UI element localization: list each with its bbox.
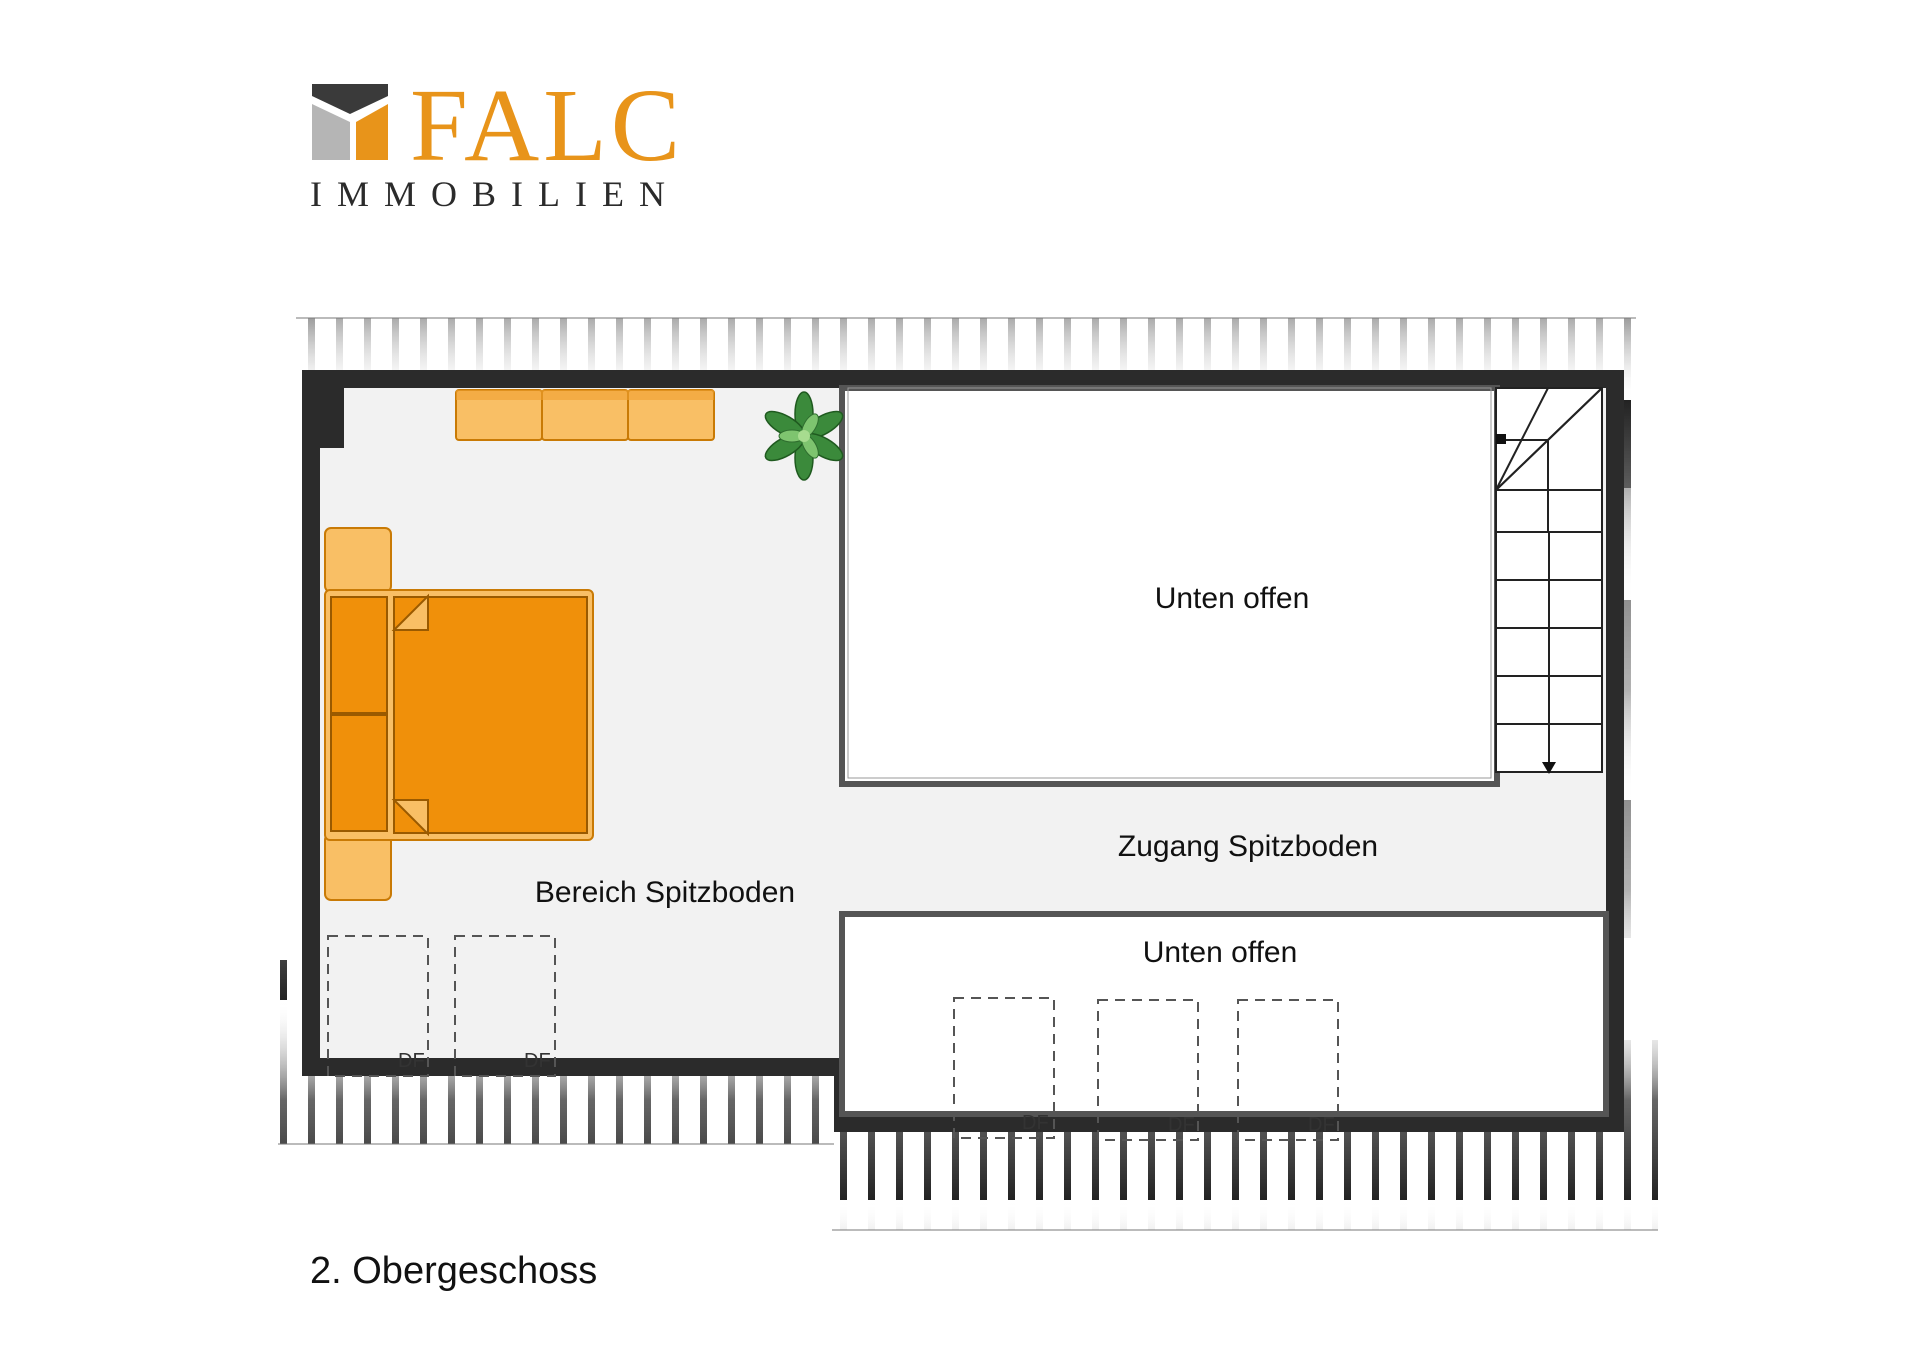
logo-brand: FALC <box>410 68 684 183</box>
house-roof-icon <box>312 84 388 160</box>
skylight-label: DF <box>398 1050 425 1072</box>
stair-post <box>1496 434 1506 444</box>
skylight-label: DF <box>1168 1114 1195 1136</box>
label-loft-area: Bereich Spitzboden <box>535 876 795 909</box>
duvet <box>393 596 588 834</box>
nightstand-bottom <box>324 833 392 901</box>
pillow-bottom <box>330 714 388 832</box>
logo-subtitle: IMMOBILIEN <box>310 174 680 214</box>
open-void-upper-inner <box>847 387 1492 779</box>
exterior-walls <box>302 370 1624 1132</box>
skylight-label: DF <box>524 1050 551 1072</box>
open-void-upper <box>839 385 1500 787</box>
nightstand-top <box>324 527 392 593</box>
skylight-5: DF <box>1237 999 1339 1141</box>
floor-caption: 2. Obergeschoss <box>310 1250 597 1292</box>
label-opening-upper: Unten offen <box>1155 582 1310 615</box>
skylight-label: DF <box>1022 1112 1049 1134</box>
stair-direction-arrow-icon <box>1542 762 1556 774</box>
skylight-4: DF <box>1097 999 1199 1141</box>
falc-logo: FALC IMMOBILIEN <box>310 68 684 214</box>
bed <box>324 527 594 901</box>
skylight-2: DF <box>454 935 556 1077</box>
skylight-1: DF <box>327 935 429 1077</box>
skylight-label: DF <box>1308 1114 1335 1136</box>
staircase <box>1495 387 1603 773</box>
sideboard <box>455 389 715 441</box>
label-access-loft: Zugang Spitzboden <box>1118 830 1378 863</box>
plant-icon <box>764 391 844 481</box>
label-opening-lower: Unten offen <box>1143 936 1298 969</box>
open-void-lower <box>839 911 1609 1117</box>
skylight-3: DF <box>953 997 1055 1139</box>
pillow-top <box>330 596 388 714</box>
